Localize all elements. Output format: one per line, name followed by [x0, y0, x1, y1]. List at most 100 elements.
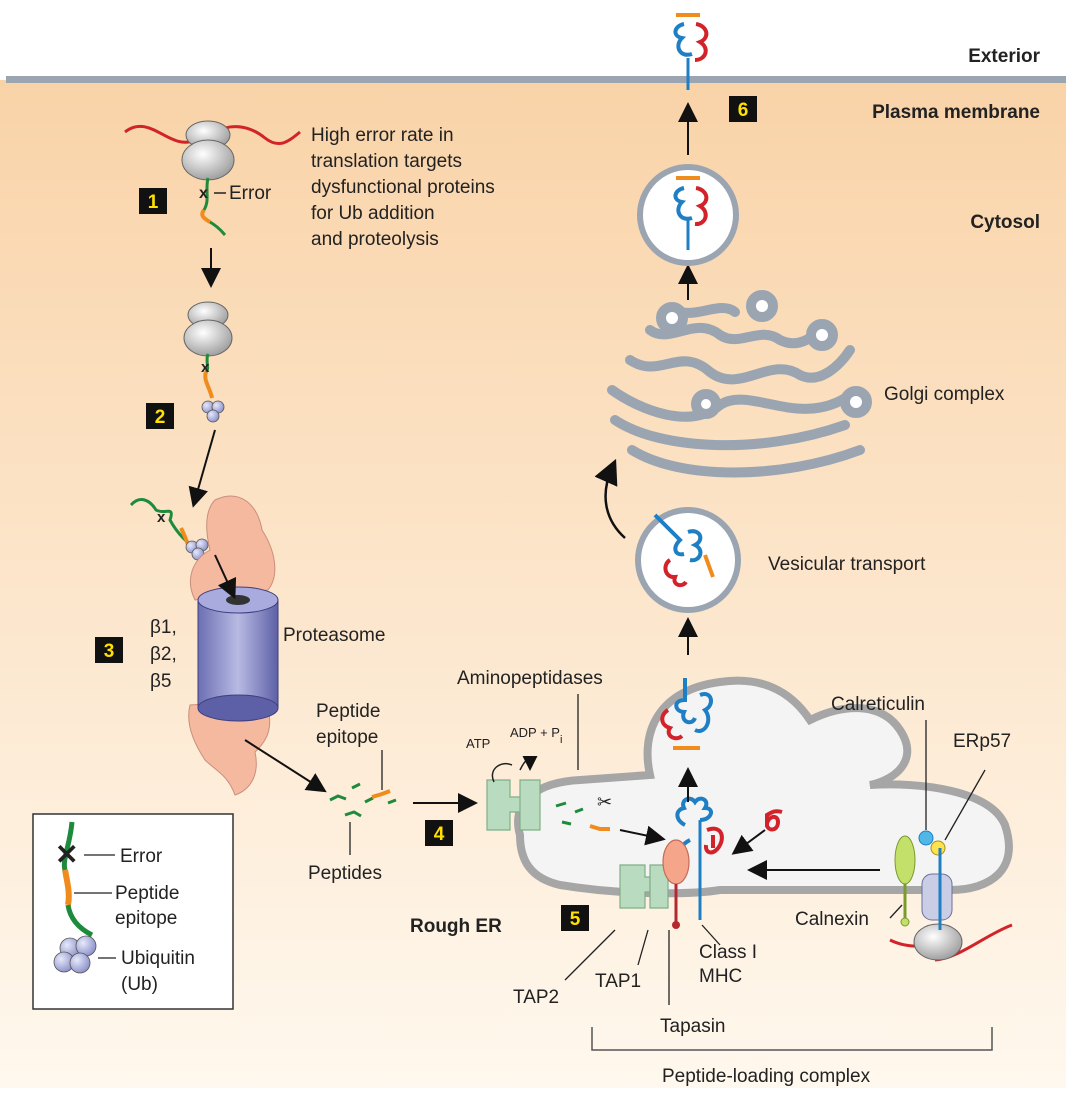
beta2-label: β2, [150, 644, 177, 665]
tap1-shape [649, 864, 669, 909]
step-box-1: 1 [139, 188, 167, 214]
peptide-epitope-label-line-2: epitope [316, 727, 378, 748]
atp-curve [491, 763, 513, 783]
chain-2 [204, 353, 210, 374]
tap-complex-step5 [619, 839, 690, 929]
step-box-2: 2 [146, 403, 174, 429]
svg-text:3: 3 [104, 641, 115, 662]
calnexin-leader [889, 904, 903, 919]
proteasome-core-bottom [197, 694, 279, 722]
chaperone-complex [889, 830, 1013, 962]
proteasome-cap-top [189, 495, 276, 601]
beta5-label: β5 [150, 671, 172, 692]
legend-error-label: Error [120, 846, 163, 867]
rough-er-label: Rough ER [410, 916, 502, 937]
calnexin-shape [894, 835, 916, 885]
epitope-2 [203, 371, 214, 399]
tapasin-label: Tapasin [660, 1016, 726, 1037]
adp-arrow [519, 755, 538, 771]
peptide-fragments [329, 782, 397, 818]
surface-class-i-mhc [673, 13, 709, 90]
exterior-label: Exterior [968, 46, 1040, 67]
step1-description: High error rate in translation targets d… [311, 125, 495, 250]
legend-ubiquitin-line-1: Ubiquitin [121, 948, 195, 969]
arrow-peptide-to-mhc [619, 825, 666, 846]
error-x-mark-2: x [201, 359, 210, 376]
tap2-shape [619, 864, 651, 909]
step-box-6: 6 [729, 96, 757, 122]
erp57-leader [944, 769, 986, 841]
calreticulin-shape [918, 830, 934, 846]
arrow-into-proteasome [214, 554, 237, 600]
proteasome-label: Proteasome [283, 625, 385, 646]
step1-text-line-3: dysfunctional proteins [311, 177, 495, 198]
epitope-segment [200, 208, 212, 224]
arrow-vesicle-to-golgi [594, 458, 626, 539]
arrow-to-peptides [244, 739, 327, 793]
mhc-in-vesicle [653, 513, 715, 588]
class-i-mhc-loading [675, 796, 724, 920]
step-box-4: 4 [425, 820, 453, 846]
proteasome-cap-bottom [188, 699, 271, 796]
proteasome-core [197, 599, 279, 709]
legend-epitope-line-2: epitope [115, 908, 177, 929]
tap1-label: TAP1 [595, 971, 641, 992]
golgi-complex-label: Golgi complex [884, 384, 1005, 405]
tap2-label: TAP2 [513, 987, 559, 1008]
nascent-chain-end [209, 220, 227, 237]
calnexin-label: Calnexin [795, 909, 869, 930]
proteasome: x Proteasome β1, β2, β5 [129, 495, 385, 796]
svg-text:6: 6 [738, 100, 749, 121]
svg-text:1: 1 [148, 192, 159, 213]
vesicular-transport-label: Vesicular transport [768, 554, 926, 575]
step1-text-line-5: and proteolysis [311, 229, 439, 250]
transport-vesicle [635, 507, 741, 613]
tap1-leader [637, 929, 649, 966]
nascent-chain [202, 177, 210, 211]
class-i-heavy-chain-er [921, 873, 953, 921]
legend-ubiquitin-line-2: (Ub) [121, 974, 158, 995]
legend: ✕ Error Peptide epitope Ubiquitin (Ub) [32, 813, 234, 1010]
erp57-label: ERp57 [953, 731, 1011, 752]
class-i-mhc-label-line-1: Class I [699, 942, 757, 963]
golgi-complex [607, 290, 872, 478]
plasma-membrane-line [6, 76, 1066, 83]
peptide-loading-complex-label: Peptide-loading complex [662, 1066, 871, 1087]
secretory-vesicle [637, 164, 739, 266]
proteasome-pore [226, 595, 250, 605]
step1-text-line-1: High error rate in [311, 125, 454, 146]
step-box-3: 3 [95, 637, 123, 663]
step-box-5: 5 [561, 905, 589, 931]
ribosome-step2: x [183, 301, 233, 423]
mhc-in-secretory-vesicle [673, 176, 709, 250]
aminopeptidases-label: Aminopeptidases [457, 668, 603, 689]
mhc-in-er-bleb [660, 678, 713, 750]
scissors-icon: ✂ [597, 792, 612, 812]
atp-label: ATP [466, 736, 490, 751]
error-label: Error [229, 183, 272, 204]
peptide-epitope-fragment [371, 789, 391, 799]
tap2-leader [564, 929, 616, 981]
cytosol-label: Cytosol [970, 212, 1040, 233]
er-ribosome [913, 923, 963, 961]
calreticulin-label: Calreticulin [831, 694, 925, 715]
tap-transporter-step4 [486, 755, 541, 831]
step1-text-line-4: for Ub addition [311, 203, 435, 224]
er-peptide-fragments [555, 801, 610, 831]
step1-text-line-2: translation targets [311, 151, 462, 172]
legend-epitope-line-1: Peptide [115, 883, 179, 904]
error-x-mark-3: x [157, 509, 166, 526]
exterior-region [0, 0, 1066, 80]
tapasin-shape [662, 839, 690, 885]
class-i-mhc-label-line-2: MHC [699, 966, 742, 987]
svg-text:5: 5 [570, 909, 581, 930]
legend-ubiquitin-icon [53, 935, 97, 974]
ubiquitin-cluster-2 [201, 400, 225, 423]
svg-text:4: 4 [434, 824, 445, 845]
error-x-mark: x [199, 185, 208, 202]
peptides-label: Peptides [308, 863, 382, 884]
mhc-leader [701, 924, 721, 946]
beta1-label: β1, [150, 617, 177, 638]
